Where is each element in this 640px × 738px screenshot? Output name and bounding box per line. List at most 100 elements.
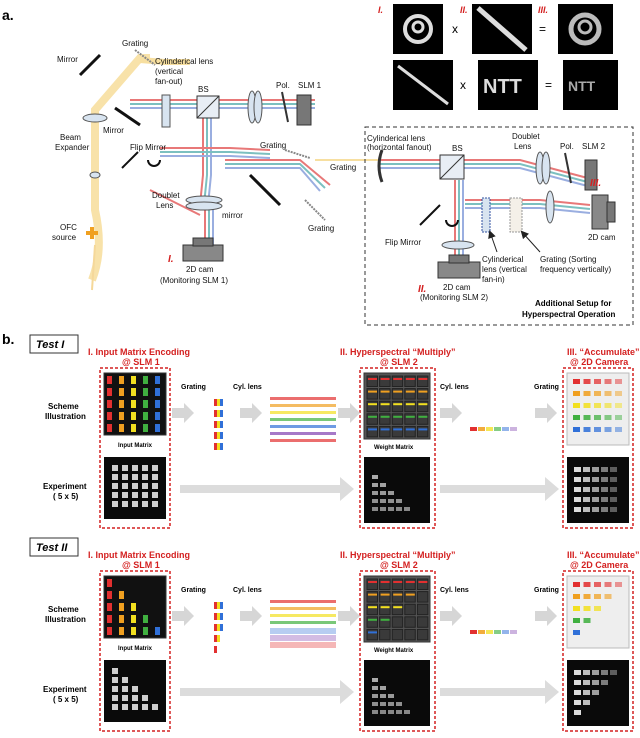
input-matrix-cell <box>131 615 136 623</box>
input-matrix-cell <box>131 388 136 396</box>
exp-weight-cell <box>388 499 394 503</box>
dispersed-cell <box>220 613 223 620</box>
accum-strip-cell <box>470 630 477 634</box>
accumulate-cell <box>573 403 580 408</box>
exp-input-cell <box>152 483 158 489</box>
exp-weight-cell <box>380 491 386 495</box>
cyl-lens-label-2: Cyl. lens <box>440 384 469 391</box>
exp-accum-cell <box>601 467 608 472</box>
weight-matrix-cell <box>366 603 378 616</box>
exp-weight-cell <box>372 710 378 714</box>
accumulate-cell <box>573 630 580 635</box>
panel-a-label: a. <box>2 7 14 23</box>
exp-input-cell <box>112 686 118 692</box>
accumulate-cell <box>573 594 580 599</box>
accumulate-cell <box>573 618 580 623</box>
weight-matrix-cell <box>404 603 416 616</box>
exp-accum-cell <box>610 467 617 472</box>
weight-matrix-stripe <box>380 606 390 609</box>
input-matrix-cell <box>131 412 136 420</box>
exp-accum-cell <box>574 690 581 695</box>
weight-matrix-cell <box>366 425 378 438</box>
exp-accum-cell <box>592 467 599 472</box>
exp-weight-cell <box>388 507 394 511</box>
exp-accum-cell <box>601 477 608 482</box>
weight-matrix-stripe <box>393 581 403 583</box>
weight-matrix-stripe <box>405 415 415 418</box>
dispersed-cell <box>220 410 223 417</box>
weight-matrix-cell <box>379 425 391 438</box>
test-block-1: Test II. Input Matrix Encoding@ SLM 1II.… <box>29 334 640 529</box>
grating-low <box>304 199 326 221</box>
exp-accum-cell <box>610 670 617 675</box>
weight-matrix-cell <box>404 591 416 603</box>
exp-input-cell <box>112 677 118 683</box>
accumulate-cell <box>615 391 622 396</box>
grating-label-2: Grating <box>534 384 559 391</box>
exp-input-cell <box>132 686 138 692</box>
weight-matrix-cell <box>404 375 416 387</box>
accumulate-cell <box>573 427 580 432</box>
test-title-box <box>29 334 79 354</box>
cyl-lens-label-2: Cyl. lens <box>440 587 469 594</box>
exp-input-cell <box>132 501 138 507</box>
beam-expander-lens-small <box>89 171 101 179</box>
ofc-source-icon <box>86 227 98 239</box>
dispersed-cell <box>214 646 217 653</box>
weight-matrix-cell <box>366 400 378 413</box>
weight-matrix-stripe <box>393 593 403 596</box>
accumulate-cell <box>594 427 601 432</box>
weight-matrix-cell <box>379 591 391 603</box>
exp-weight-cell <box>372 702 378 706</box>
label-bs-2: BS <box>452 144 463 153</box>
input-matrix-cell <box>143 412 148 420</box>
grating-top <box>134 49 156 66</box>
accumulate-cell <box>583 415 591 420</box>
weight-matrix-stripe <box>393 378 403 380</box>
bs-diag <box>196 95 220 119</box>
fanout-line <box>270 404 336 407</box>
weight-matrix-stripe <box>418 581 428 583</box>
weight-matrix-stripe <box>368 618 377 621</box>
dispersed-cell <box>217 432 220 439</box>
exp-input-cell <box>152 492 158 498</box>
weight-matrix-stripe <box>368 403 377 406</box>
accum-strip-cell <box>502 427 509 431</box>
additional-setup-box <box>364 126 634 326</box>
exp-weight-cell <box>396 507 402 511</box>
dispersed-cell <box>217 410 220 417</box>
exp-input-cell <box>112 501 118 507</box>
label-mirror-mid: Mirror <box>103 126 124 135</box>
row-experiment-2: ( 5 x 5) <box>53 695 79 704</box>
dispersed-cell <box>214 602 217 609</box>
exp-accum-cell <box>574 700 581 705</box>
row-scheme-2: Illustration <box>45 412 86 421</box>
weight-matrix-stripe <box>405 378 415 380</box>
fanout-line <box>270 600 336 603</box>
weight-matrix-cell <box>391 375 404 387</box>
accumulate-cell <box>573 582 580 587</box>
inset-diag-2 <box>397 64 449 106</box>
weight-matrix-cell <box>379 388 391 400</box>
weight-matrix-cell <box>366 591 378 603</box>
weight-matrix-stripe <box>405 581 415 583</box>
fanout-line <box>270 439 336 442</box>
accumulate-cell <box>594 594 601 599</box>
accum-strip-cell <box>486 630 493 634</box>
exp-accum-cell <box>574 710 581 715</box>
mirror-mid <box>114 106 141 127</box>
input-matrix-cell <box>107 376 112 384</box>
row-experiment-2: ( 5 x 5) <box>53 492 79 501</box>
arrow-cyl-v <box>488 230 498 253</box>
cam-right-back <box>606 201 616 223</box>
input-matrix-cell <box>131 400 136 408</box>
exp-accum-cell <box>601 670 608 675</box>
label-cyl-h-1: Cylinderical lens <box>367 134 425 143</box>
input-matrix-cell <box>119 603 124 611</box>
dispersed-cell <box>214 443 217 450</box>
exp-input-cell <box>132 492 138 498</box>
input-matrix-cell <box>155 388 160 396</box>
exp-accum-cell <box>592 497 599 502</box>
dispersed-cell <box>220 421 223 428</box>
input-matrix-cell <box>143 615 148 623</box>
